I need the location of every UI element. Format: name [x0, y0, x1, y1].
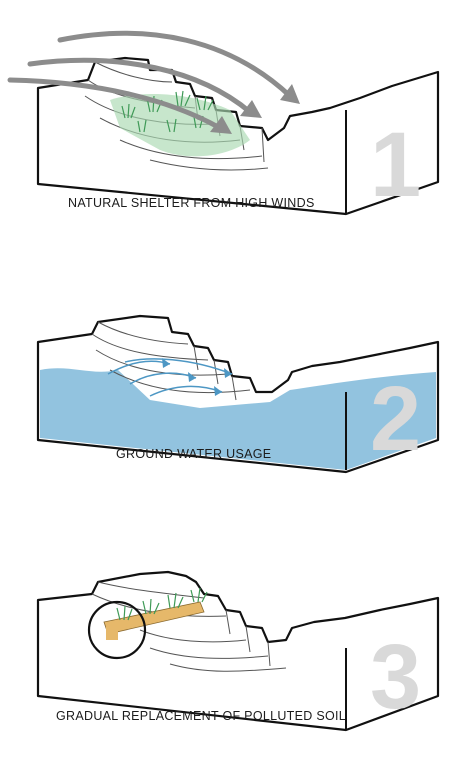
- soil-detail: [106, 622, 118, 640]
- panel-number: 3: [370, 626, 421, 728]
- panel-3-drawing: 3 GRADUAL REPLACEMENT OF POLLUTED SOIL: [36, 570, 440, 732]
- grass-tufts: [121, 90, 214, 133]
- panel-caption: GROUND WATER USAGE: [116, 447, 271, 461]
- panel-caption: NATURAL SHELTER FROM HIGH WINDS: [68, 196, 315, 210]
- panel-2-drawing: 2 GROUND WATER USAGE: [36, 314, 440, 474]
- panel-number: 1: [370, 114, 421, 216]
- panel-3: 3 GRADUAL REPLACEMENT OF POLLUTED SOIL: [0, 560, 476, 740]
- wind-arrows: [7, 30, 293, 131]
- vegetation-zone: [110, 94, 250, 157]
- panel-caption: GRADUAL REPLACEMENT OF POLLUTED SOIL: [56, 709, 346, 723]
- panel-1: 1 NATURAL SHELTER FROM HIGH WINDS: [0, 0, 476, 230]
- panel-2: 2 GROUND WATER USAGE: [0, 300, 476, 480]
- terrace-lines: [91, 321, 251, 401]
- panel-number: 2: [370, 368, 421, 470]
- panel-1-drawing: 1 NATURAL SHELTER FROM HIGH WINDS: [7, 30, 440, 216]
- detail-magnifier: [87, 600, 147, 660]
- grass-tufts: [116, 587, 208, 621]
- groundwater: [40, 368, 436, 470]
- wind-arrowheads: [210, 84, 300, 134]
- flow-arrowheads: [162, 358, 232, 396]
